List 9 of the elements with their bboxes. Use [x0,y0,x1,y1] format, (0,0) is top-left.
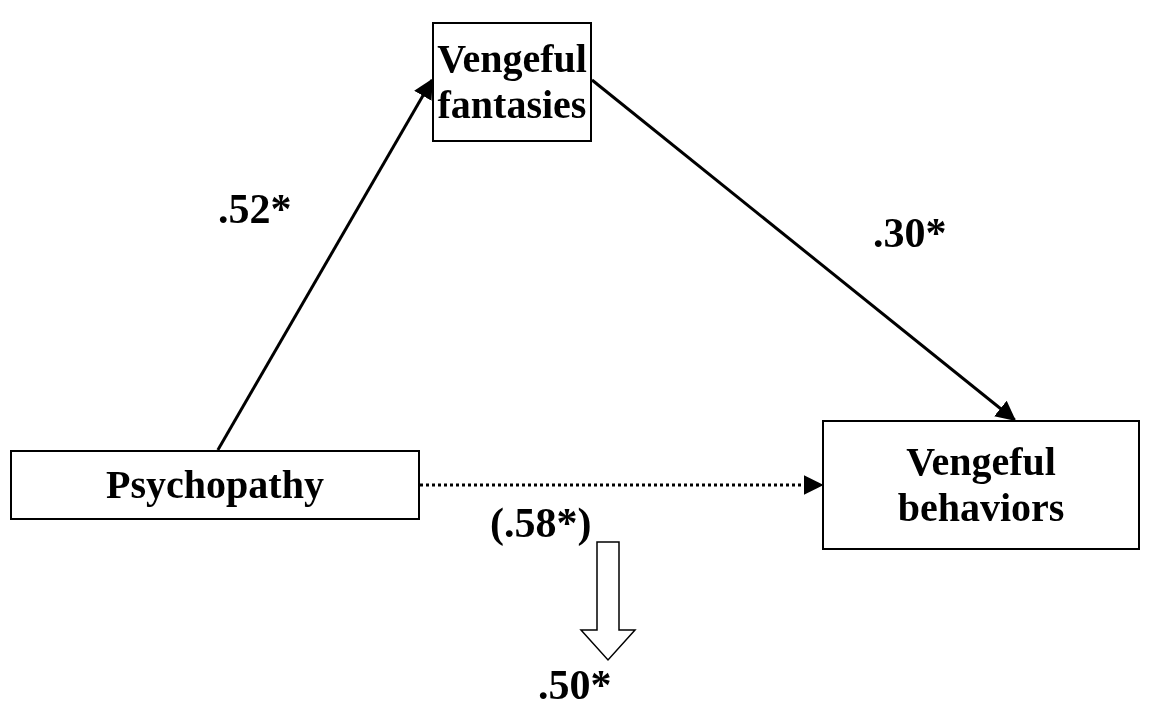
node-label: Vengeful behaviors [896,439,1066,531]
node-label: Vengeful fantasies [436,36,588,128]
dotted-arrow [420,475,824,495]
node-label: Psychopathy [106,462,324,508]
variable-box [822,420,1140,550]
arrow [591,78,1016,422]
arrow [216,78,434,451]
variable-box [432,22,592,142]
variable-box [10,450,420,520]
